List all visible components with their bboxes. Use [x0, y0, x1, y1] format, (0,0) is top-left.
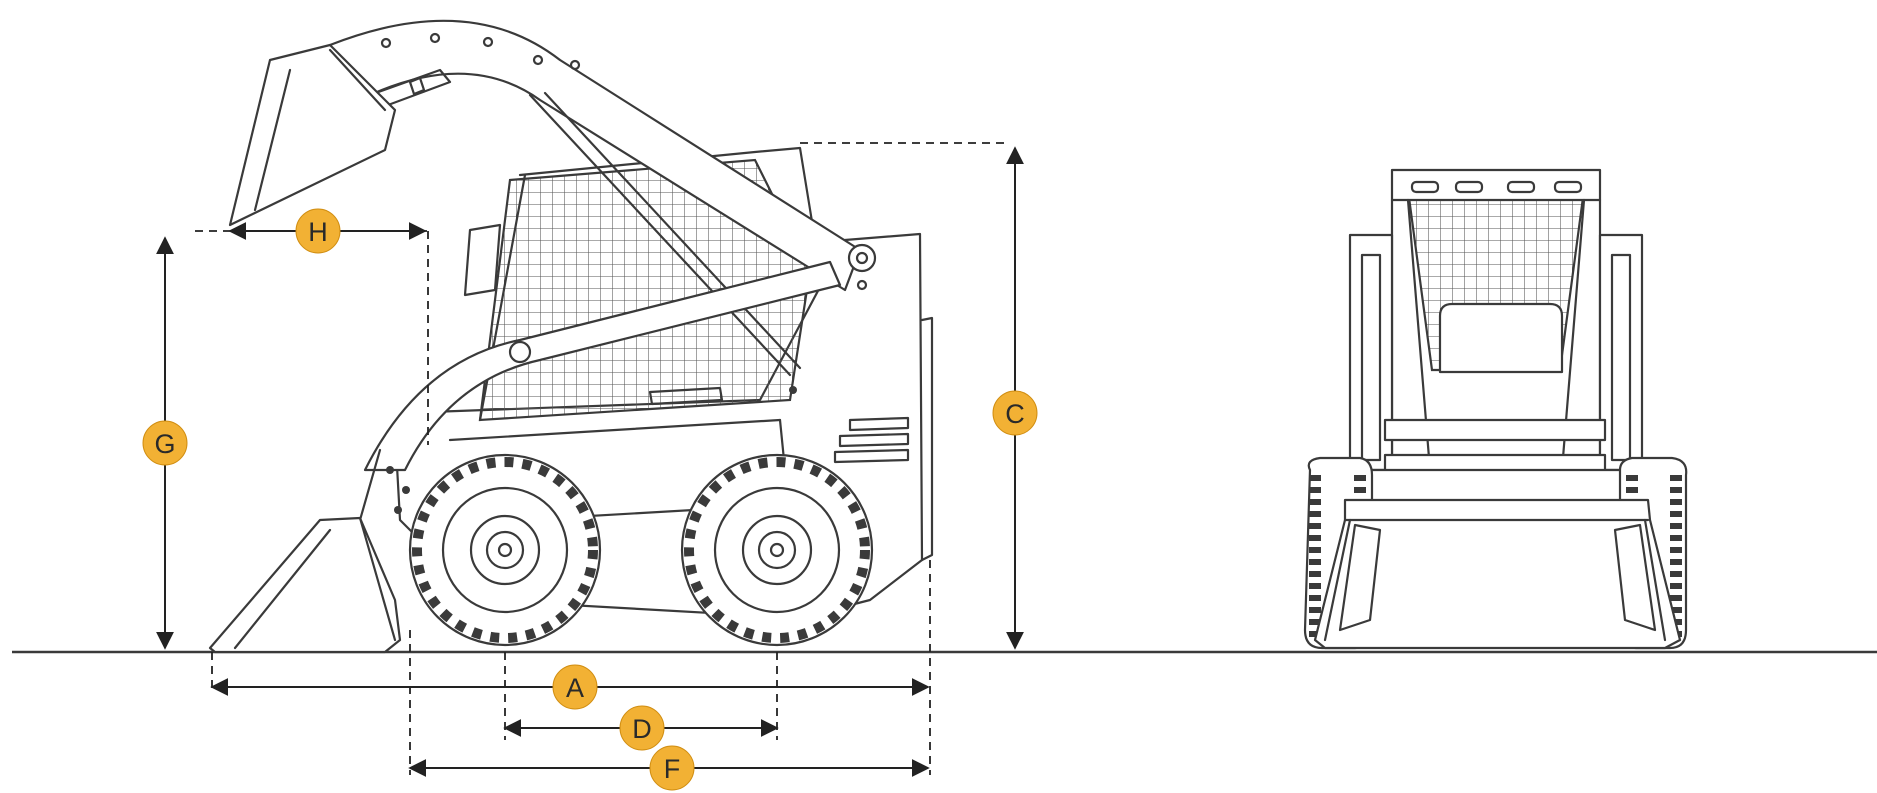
badge-a-label: A [566, 673, 584, 703]
badge-c-label: C [1005, 399, 1025, 429]
badge-g-label: G [154, 429, 175, 459]
lowered-bucket [208, 516, 402, 654]
rear-wheel [680, 453, 874, 647]
badge-c: C [992, 390, 1038, 436]
front-wheel [408, 453, 602, 647]
badge-d: D [619, 705, 665, 751]
badge-a: A [552, 664, 598, 710]
lower-link-arm [363, 260, 842, 472]
front-bucket [1313, 498, 1682, 650]
badge-h: H [295, 208, 341, 254]
badge-f-label: F [664, 754, 681, 784]
side-view-machine [208, 19, 934, 654]
badge-h-label: H [308, 217, 328, 247]
raised-bucket [228, 43, 397, 227]
cab-frame [518, 146, 817, 242]
badge-d-label: D [632, 714, 652, 744]
badge-g: G [142, 420, 188, 466]
front-view-machine [1303, 168, 1688, 650]
badge-f: F [649, 745, 695, 791]
